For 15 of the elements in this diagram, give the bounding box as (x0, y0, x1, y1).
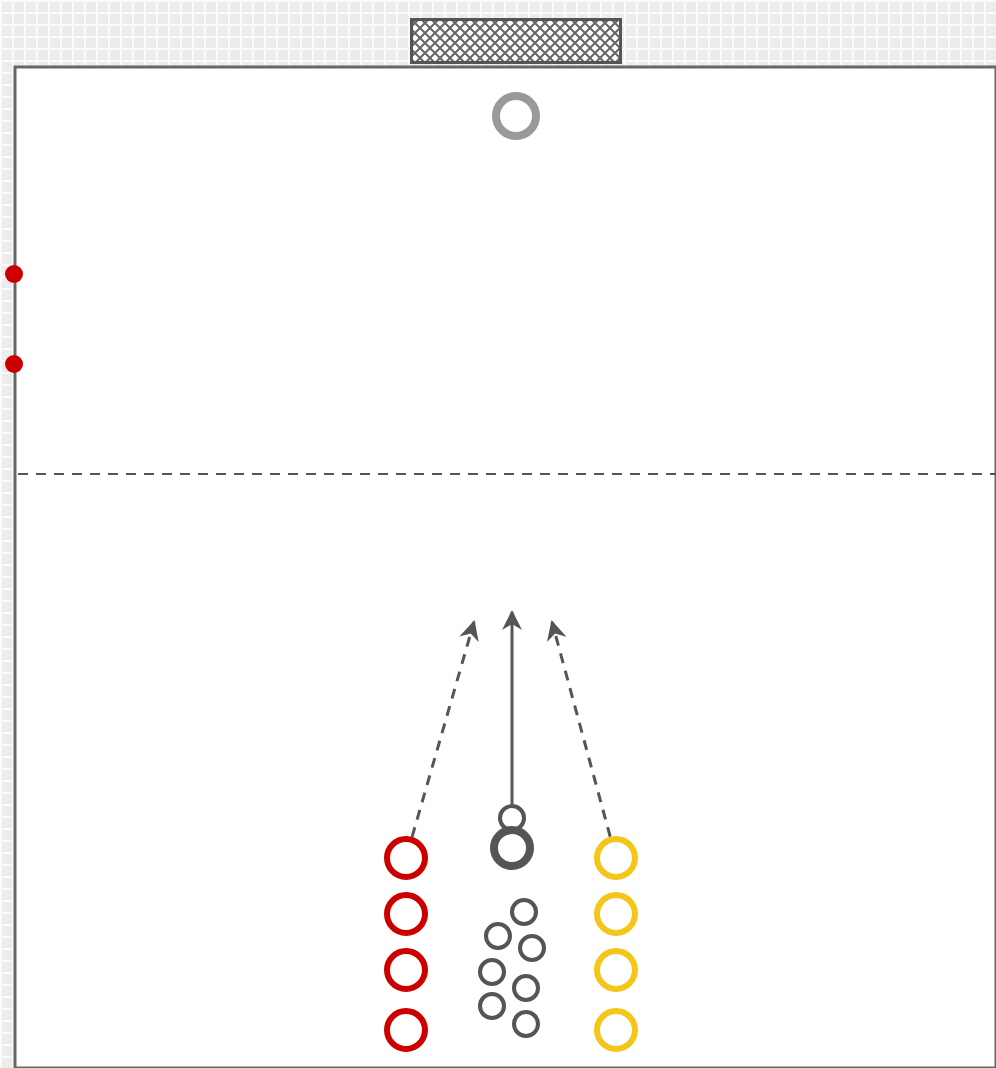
run-arrow (502, 610, 522, 804)
ball-circle (498, 804, 526, 832)
goalkeeper-circle (492, 92, 540, 140)
player-circle (594, 836, 638, 880)
player-circle (384, 836, 428, 880)
player-circle (384, 1008, 428, 1052)
player-circle (594, 1008, 638, 1052)
player-circle (594, 948, 638, 992)
player-circle (384, 948, 428, 992)
player-circle (594, 892, 638, 936)
run-arrow (410, 620, 479, 838)
run-arrow (547, 620, 612, 838)
player-circle (384, 892, 428, 936)
goal-net (410, 18, 622, 64)
player-circle (490, 826, 534, 870)
